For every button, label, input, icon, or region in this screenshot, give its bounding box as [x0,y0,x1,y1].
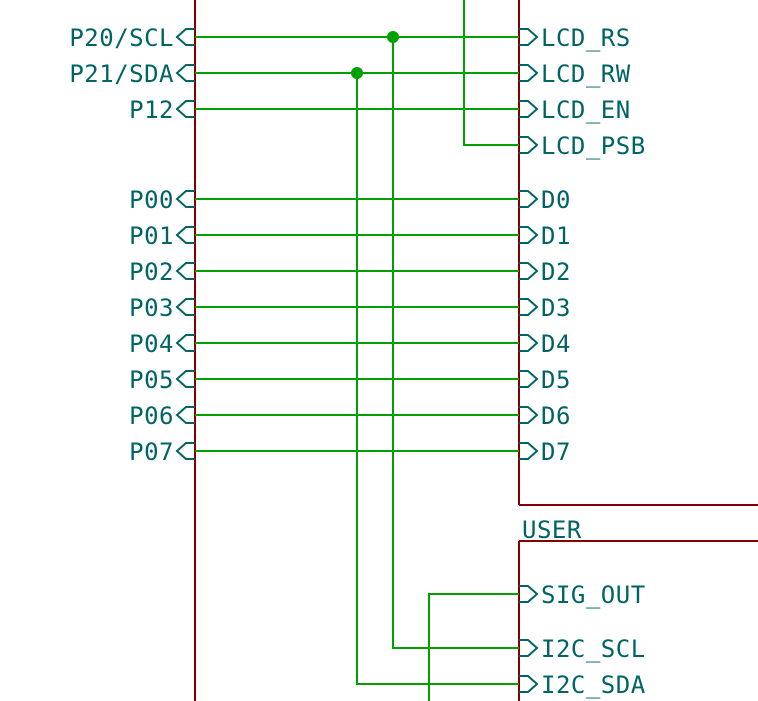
sheet-borders [194,0,758,701]
port-arrow-icon [519,442,539,460]
pin-label: P00 [129,186,174,214]
port-arrow-icon [175,334,195,352]
left-pin-p12: P12 [129,96,195,124]
left-sheet-pins: P20/SCL P21/SDA P12 P00 P01 P02 P03 P04 [69,24,195,466]
pin-label: SIG_OUT [541,581,646,609]
port-arrow-icon [175,442,195,460]
right-pin-lcd-rs: LCD_RS [519,24,631,52]
pin-label: I2C_SCL [541,635,646,663]
pin-label: D7 [541,438,571,466]
user-sheet: USER SIG_OUT I2C_SCL I2C_SDA [519,516,646,699]
pin-label: D1 [541,222,571,250]
pin-label: P04 [129,330,174,358]
right-pin-d0: D0 [519,186,571,214]
port-arrow-icon [175,406,195,424]
right-pin-d6: D6 [519,402,571,430]
pin-label: I2C_SDA [541,671,646,699]
wire-sda-branch-i2c-sda [356,73,519,685]
pin-label: P07 [129,438,174,466]
port-arrow-icon [519,675,539,693]
pin-label: P06 [129,402,174,430]
right-pin-lcd-en: LCD_EN [519,96,631,124]
port-arrow-icon [175,262,195,280]
port-arrow-icon [175,100,195,118]
wire-scl-branch-i2c-scl [392,37,519,649]
port-arrow-icon [519,639,539,657]
left-pin-p05: P05 [129,366,195,394]
port-arrow-icon [519,28,539,46]
port-arrow-icon [519,64,539,82]
left-pin-p03: P03 [129,294,195,322]
left-pin-p06: P06 [129,402,195,430]
port-arrow-icon [519,190,539,208]
port-arrow-icon [519,136,539,154]
port-arrow-icon [519,406,539,424]
junction-dot-scl [387,31,399,43]
pin-label: P03 [129,294,174,322]
pin-label: LCD_RW [541,60,631,88]
left-pin-p00: P00 [129,186,195,214]
user-sheet-title: USER [522,516,582,544]
pin-label: D3 [541,294,571,322]
right-sheet-pins: LCD_RS LCD_RW LCD_EN LCD_PSB D0 D1 D2 D [519,24,646,466]
user-pin-i2c-scl: I2C_SCL [519,635,646,663]
left-pin-p02: P02 [129,258,195,286]
port-arrow-icon [519,370,539,388]
right-pin-d7: D7 [519,438,571,466]
right-pin-d2: D2 [519,258,571,286]
right-pin-d3: D3 [519,294,571,322]
pin-label: P21/SDA [69,60,174,88]
left-pin-p04: P04 [129,330,195,358]
port-arrow-icon [519,334,539,352]
pin-label: P01 [129,222,174,250]
pin-label: LCD_EN [541,96,631,124]
pin-label: P05 [129,366,174,394]
junctions [351,31,399,79]
pin-label: P20/SCL [69,24,174,52]
pin-label: D5 [541,366,571,394]
wire-sig-out [428,593,519,701]
left-pin-p20-scl: P20/SCL [69,24,195,52]
port-arrow-icon [175,298,195,316]
port-arrow-icon [519,262,539,280]
port-arrow-icon [175,370,195,388]
pin-label: D4 [541,330,571,358]
left-pin-p21-sda: P21/SDA [69,60,195,88]
right-pin-d4: D4 [519,330,571,358]
junction-dot-sda [351,67,363,79]
right-pin-lcd-psb: LCD_PSB [519,132,646,160]
port-arrow-icon [519,226,539,244]
port-arrow-icon [175,64,195,82]
port-arrow-icon [519,585,539,603]
pin-label: LCD_PSB [541,132,646,160]
right-pin-lcd-rw: LCD_RW [519,60,631,88]
wires [195,0,519,701]
pin-label: D2 [541,258,571,286]
port-arrow-icon [175,226,195,244]
right-pin-d5: D5 [519,366,571,394]
left-pin-p07: P07 [129,438,195,466]
port-arrow-icon [175,190,195,208]
pin-label: P12 [129,96,174,124]
left-pin-p01: P01 [129,222,195,250]
pin-label: D6 [541,402,571,430]
pin-label: D0 [541,186,571,214]
port-arrow-icon [519,298,539,316]
right-pin-d1: D1 [519,222,571,250]
port-arrow-icon [175,28,195,46]
user-pin-sig-out: SIG_OUT [519,581,646,609]
pin-label: LCD_RS [541,24,631,52]
port-arrow-icon [519,100,539,118]
wire-lcd-psb [463,0,519,146]
pin-label: P02 [129,258,174,286]
user-pin-i2c-sda: I2C_SDA [519,671,646,699]
